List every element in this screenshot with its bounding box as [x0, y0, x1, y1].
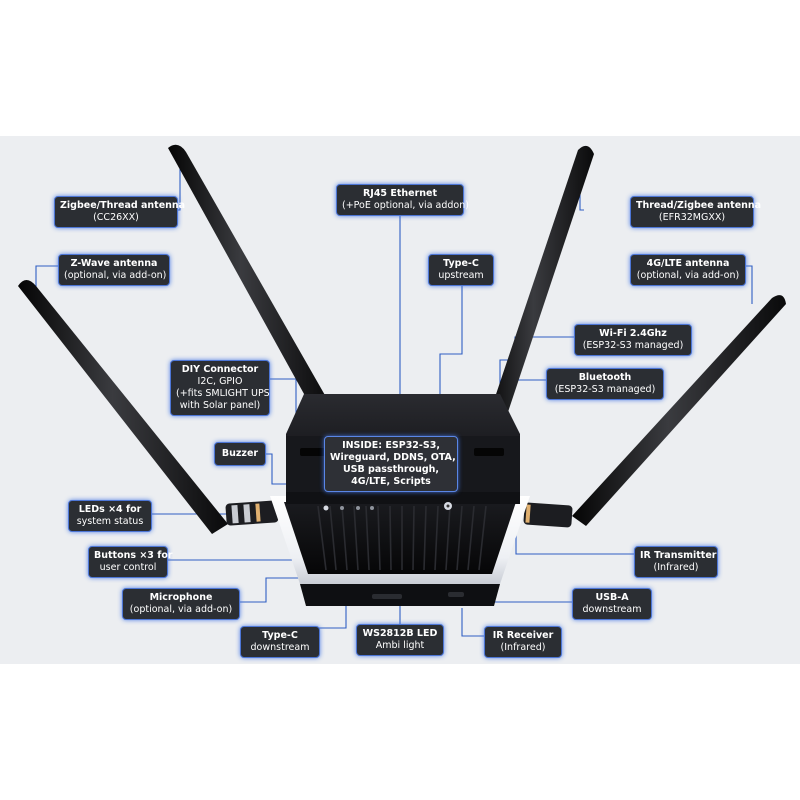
callout-title: Buzzer — [221, 448, 259, 459]
callout-ws2812b: WS2812B LED Ambi light — [356, 624, 444, 656]
callout-detail: Ambi light — [375, 640, 425, 651]
callout-title: Wi-Fi 2.4Ghz — [599, 328, 667, 339]
callout-title: Microphone — [149, 592, 213, 603]
callout-zwave: Z-Wave antenna (optional, via add-on) — [58, 254, 170, 286]
callout-microphone: Microphone (optional, via add-on) — [122, 588, 240, 620]
callout-detail: (+fits SMLIGHT UPS — [176, 388, 270, 399]
callout-title: Buttons ×3 for — [94, 550, 173, 561]
leader-zigbee-thread — [178, 154, 181, 211]
callout-detail: (EFR32MGXX) — [658, 212, 726, 223]
callout-ir-receiver: IR Receiver (Infrared) — [484, 626, 562, 658]
callout-detail: (optional, via add-on) — [64, 270, 167, 281]
callout-title: IR Transmitter — [640, 550, 717, 561]
antenna-zwave — [18, 280, 228, 534]
callout-title: Zigbee/Thread antenna — [60, 200, 186, 211]
callout-title: Thread/Zigbee antenna — [636, 200, 762, 211]
callout-zigbee-thread: Zigbee/Thread antenna (CC26XX) — [54, 196, 186, 228]
callout-title: Bluetooth — [578, 372, 632, 383]
callout-usba: USB-A downstream — [572, 588, 652, 620]
callout-title: Type-C — [443, 258, 479, 269]
inside-line-4: 4G/LTE, Scripts — [351, 476, 431, 487]
callout-title: 4G/LTE antenna — [646, 258, 730, 269]
antennas — [18, 144, 786, 534]
callout-detail: (ESP32-S3 managed) — [554, 384, 656, 395]
callout-title: Type-C — [262, 630, 298, 641]
callout-detail: system status — [76, 516, 144, 527]
callout-buttons: Buttons ×3 for user control — [88, 546, 173, 578]
callout-detail: downstream — [582, 604, 642, 615]
callout-typec-downstream: Type-C downstream — [240, 626, 320, 658]
router-body — [270, 394, 530, 606]
callout-detail: (CC26XX) — [93, 212, 139, 223]
callout-title: DIY Connector — [181, 364, 259, 375]
callout-detail: I2C, GPIO — [197, 376, 243, 387]
inside-line-2: Wireguard, DDNS, OTA, — [330, 452, 456, 463]
callout-thread-zigbee: Thread/Zigbee antenna (EFR32MGXX) — [630, 196, 762, 228]
inside-line-3: USB passthrough, — [342, 464, 440, 475]
callout-title: Z-Wave antenna — [70, 258, 158, 269]
callout-buzzer: Buzzer — [214, 442, 266, 466]
callout-detail: upstream — [438, 270, 484, 281]
callout-leds: LEDs ×4 for system status — [68, 500, 152, 532]
router-illustration — [18, 144, 786, 637]
callout-title: LEDs ×4 for — [78, 504, 142, 515]
callout-detail: with Solar panel) — [179, 400, 261, 411]
leader-zwave — [35, 265, 60, 294]
callout-detail: (+PoE optional, via addon) — [342, 200, 469, 211]
callout-inside: INSIDE: ESP32-S3, Wireguard, DDNS, OTA, … — [324, 436, 458, 492]
callout-ir-transmitter: IR Transmitter (Infrared) — [634, 546, 718, 578]
callout-title: RJ45 Ethernet — [362, 188, 438, 199]
leader-ir-rx — [461, 608, 484, 637]
callout-title: USB-A — [595, 592, 629, 603]
leader-microphone — [240, 577, 318, 603]
callout-title: IR Receiver — [492, 630, 554, 641]
callout-detail: (optional, via add-on) — [636, 270, 740, 281]
callout-detail: (ESP32-S3 managed) — [582, 340, 684, 351]
diagram-stage: Zigbee/Thread antenna (CC26XX) RJ45 Ethe… — [0, 136, 800, 664]
callout-detail: (optional, via add-on) — [129, 604, 233, 615]
antenna-zigbee-thread — [168, 144, 330, 413]
callout-detail: (Infrared) — [653, 562, 699, 573]
leader-typec-down — [310, 606, 347, 629]
callout-detail: (Infrared) — [500, 642, 546, 653]
callout-detail: downstream — [250, 642, 310, 653]
callout-wifi: Wi-Fi 2.4Ghz (ESP32-S3 managed) — [574, 324, 692, 356]
callout-lte: 4G/LTE antenna (optional, via add-on) — [630, 254, 746, 286]
callout-rj45: RJ45 Ethernet (+PoE optional, via addon) — [336, 184, 469, 216]
inside-line-1: INSIDE: ESP32-S3, — [342, 440, 440, 451]
callout-typec-upstream: Type-C upstream — [428, 254, 494, 286]
leader-usba — [491, 576, 572, 603]
callout-diy-connector: DIY Connector I2C, GPIO (+fits SMLIGHT U… — [170, 360, 270, 416]
antenna-lte — [572, 295, 786, 526]
callout-title: WS2812B LED — [362, 628, 438, 639]
antenna-thread-zigbee — [484, 145, 594, 437]
callout-bluetooth: Bluetooth (ESP32-S3 managed) — [546, 368, 664, 400]
callout-detail: user control — [99, 562, 157, 573]
